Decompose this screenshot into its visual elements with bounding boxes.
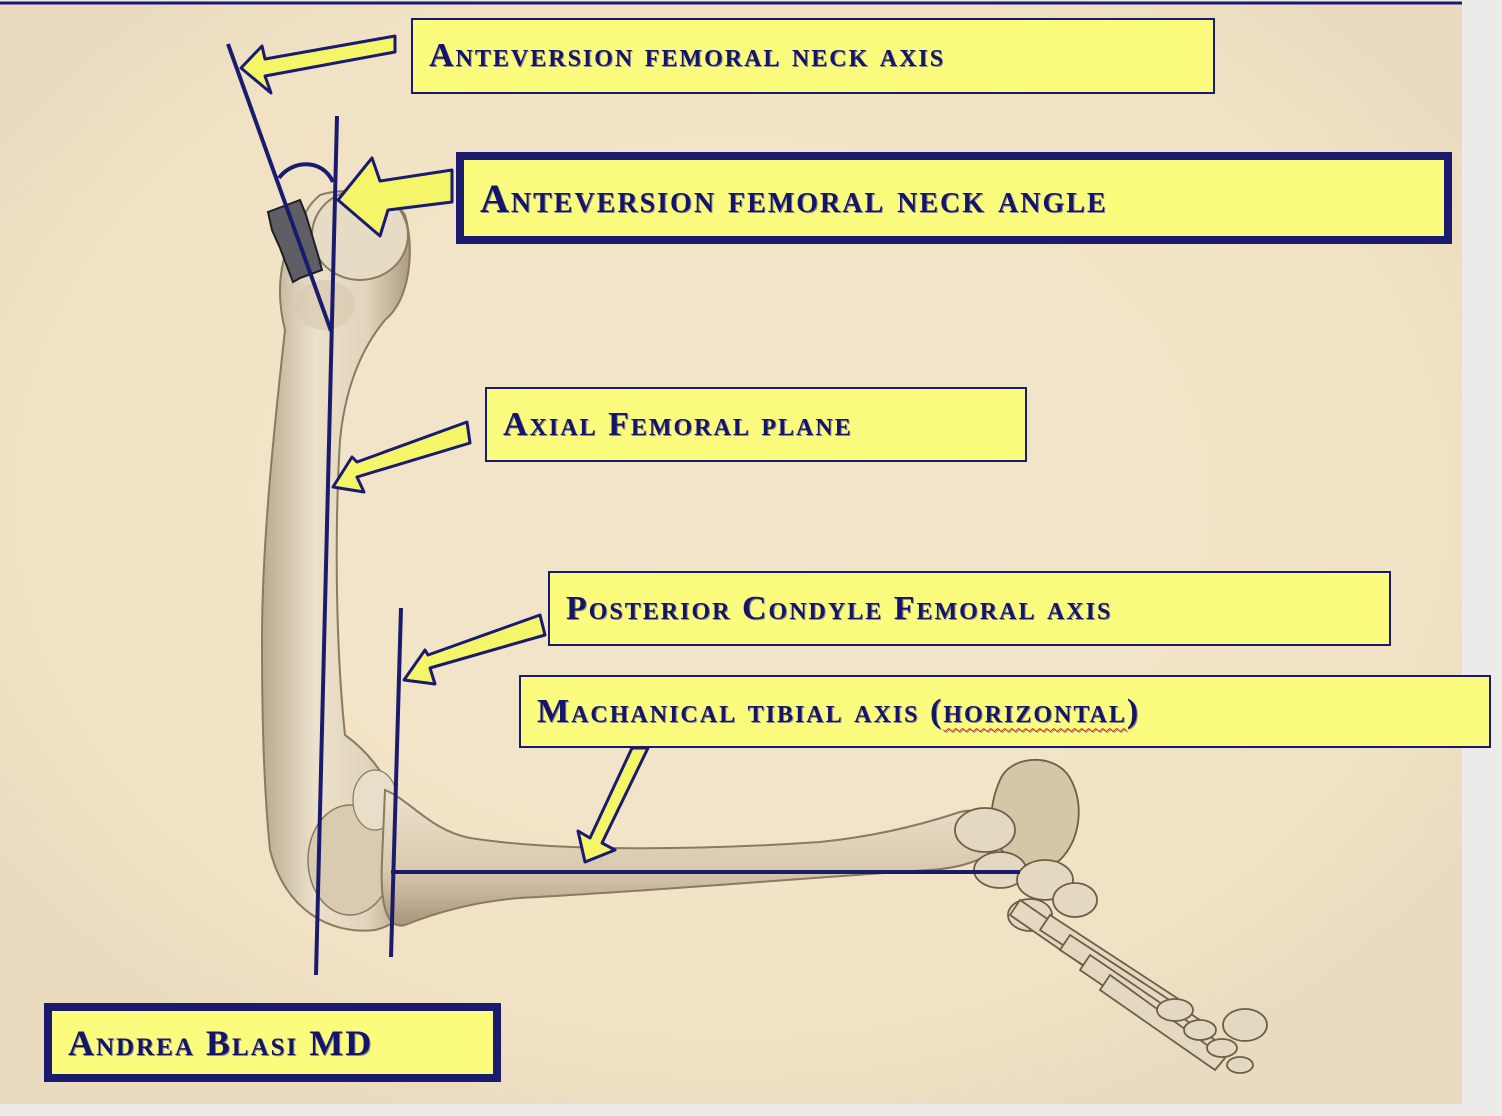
author-name: Andrea Blasi MD xyxy=(68,1022,374,1063)
label-axial-femoral-plane: Axial Femoral plane xyxy=(485,387,1027,462)
label-text: Axial Femoral plane xyxy=(503,405,853,443)
foot xyxy=(954,758,1268,1074)
label-anteversion-femoral-neck-angle: Anteversion femoral neck angle xyxy=(456,152,1452,244)
arrow-to-neck-axis xyxy=(239,34,397,95)
label-text: Anteversion femoral neck axis xyxy=(429,37,946,74)
label-text-main: Machanical tibial axis ( xyxy=(537,692,944,730)
arrow-to-posterior-condyle xyxy=(402,613,547,686)
label-anteversion-femoral-neck-axis: Anteversion femoral neck axis xyxy=(411,18,1215,94)
label-text: Posterior Condyle Femoral axis xyxy=(566,589,1113,627)
posterior-condyle-axis-line xyxy=(389,607,403,958)
label-text: Anteversion femoral neck angle xyxy=(480,175,1108,221)
label-text-end: ) xyxy=(1126,692,1141,730)
label-mechanical-tibial-axis: Machanical tibial axis (horizontal) xyxy=(519,675,1491,748)
arrow-to-neck-angle xyxy=(336,156,454,238)
arrow-to-axial-plane xyxy=(331,420,472,494)
label-text-spellcheck-word: horizontal xyxy=(943,692,1127,730)
neck-angle-arc xyxy=(277,162,335,183)
pointer-arrows xyxy=(239,34,650,864)
author-credit: Andrea Blasi MD xyxy=(44,1003,501,1082)
anteversion-neck-axis-line xyxy=(226,43,333,332)
axial-femoral-plane-line xyxy=(314,115,339,976)
axis-lines xyxy=(226,43,1020,976)
label-posterior-condyle-femoral-axis: Posterior Condyle Femoral axis xyxy=(548,571,1391,646)
arrow-to-tibial-axis xyxy=(576,746,650,864)
